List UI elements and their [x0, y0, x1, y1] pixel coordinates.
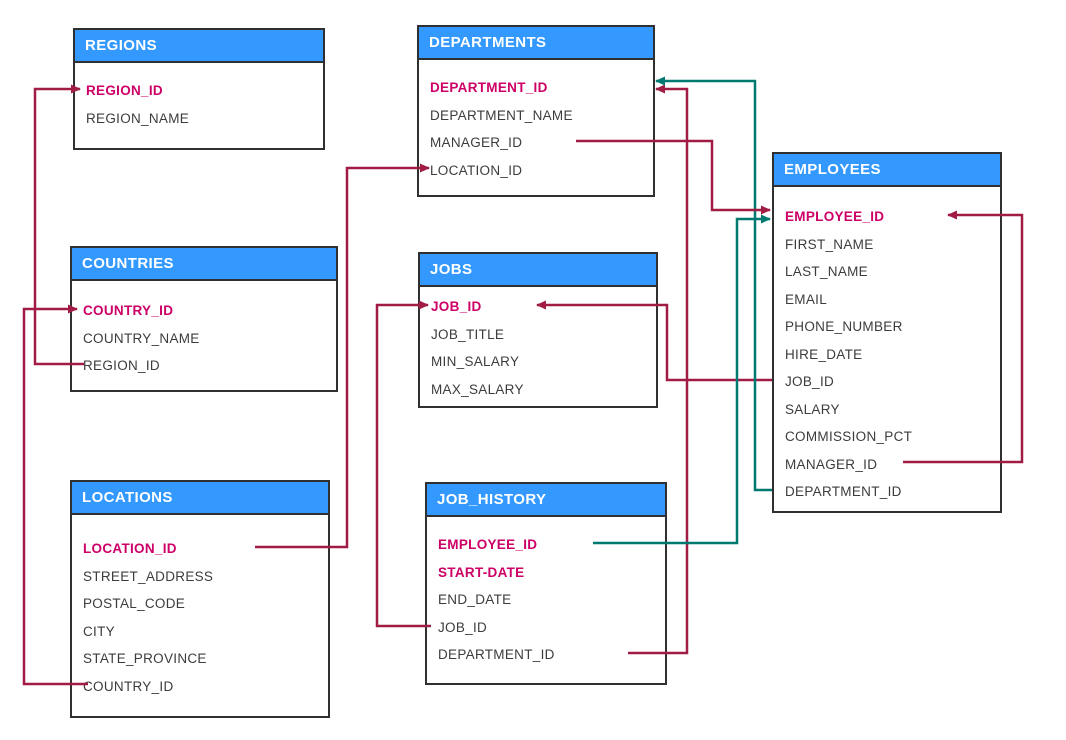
entity-columns: REGION_ID REGION_NAME	[75, 63, 323, 132]
column: DEPARTMENT_ID	[438, 647, 555, 662]
entity-jobs: JOBS JOB_ID JOB_TITLE MIN_SALARY MAX_SALARY	[418, 252, 658, 408]
column: PHONE_NUMBER	[785, 319, 903, 334]
entity-job-history: JOB_HISTORY EMPLOYEE_ID START-DATE END_DAT…	[425, 482, 667, 685]
column: COMMISSION_PCT	[785, 429, 913, 444]
column: COUNTRY_NAME	[83, 330, 200, 346]
column: STATE_PROVINCE	[83, 651, 207, 666]
column-primary-key: DEPARTMENT_ID	[430, 80, 548, 95]
entity-title: JOBS	[420, 254, 656, 287]
entity-employees: EMPLOYEES EMPLOYEE_ID FIRST_NAME LAST_NAME…	[772, 152, 1002, 513]
column: STREET_ADDRESS	[83, 568, 214, 584]
column: JOB_ID	[438, 619, 488, 635]
column: FIRST_NAME	[785, 236, 874, 252]
column: END_DATE	[438, 592, 512, 607]
column-primary-key: START-DATE	[438, 564, 525, 580]
column-primary-key: COUNTRY_ID	[83, 303, 174, 318]
entity-title: EMPLOYEES	[774, 154, 1000, 187]
column: REGION_ID	[83, 358, 160, 373]
entity-columns: DEPARTMENT_ID DEPARTMENT_NAME MANAGER_ID LO…	[419, 60, 653, 184]
entity-departments: DEPARTMENTS DEPARTMENT_ID DEPARTMENT_NAME…	[417, 25, 655, 197]
column-primary-key: REGION_ID	[86, 83, 163, 98]
column: MANAGER_ID	[430, 135, 523, 150]
column-primary-key: JOB_ID	[431, 299, 482, 314]
entity-columns: JOB_ID JOB_TITLE MIN_SALARY MAX_SALARY	[420, 287, 656, 403]
column-primary-key: EMPLOYEE_ID	[438, 537, 538, 552]
entity-columns: COUNTRY_ID COUNTRY_NAME REGION_ID	[72, 281, 336, 380]
relationship-employees-department-id	[655, 76, 772, 492]
entity-columns: EMPLOYEE_ID START-DATE END_DATE JOB_ID DEPAR…	[427, 517, 665, 669]
column: LOCATION_ID	[430, 162, 523, 178]
column: DEPARTMENT_NAME	[430, 107, 573, 123]
column: POSTAL_CODE	[83, 596, 186, 611]
column: MAX_SALARY	[431, 381, 524, 397]
column: JOB_TITLE	[431, 326, 505, 342]
column: CITY	[83, 623, 115, 639]
entity-title: LOCATIONS	[72, 482, 328, 515]
column-primary-key: EMPLOYEE_ID	[785, 209, 885, 224]
entity-countries: COUNTRIES COUNTRY_ID COUNTRY_NAME REGION_I…	[70, 246, 338, 392]
column: EMAIL	[785, 291, 828, 307]
column: COUNTRY_ID	[83, 678, 174, 694]
entity-title: COUNTRIES	[72, 248, 336, 281]
column: HIRE_DATE	[785, 346, 863, 362]
entity-title: REGIONS	[75, 30, 323, 63]
column: MANAGER_ID	[785, 456, 878, 472]
entity-title: DEPARTMENTS	[419, 27, 653, 60]
entity-locations: LOCATIONS LOCATION_ID STREET_ADDRESS POSTA…	[70, 480, 330, 718]
entity-columns: EMPLOYEE_ID FIRST_NAME LAST_NAME EMAIL PHONE…	[774, 187, 1000, 506]
column: JOB_ID	[785, 374, 835, 389]
column: REGION_NAME	[86, 110, 190, 126]
column: SALARY	[785, 401, 840, 417]
column-primary-key: LOCATION_ID	[83, 541, 177, 556]
entity-title: JOB_HISTORY	[427, 484, 665, 517]
entity-regions: REGIONS REGION_ID REGION_NAME	[73, 28, 325, 150]
entity-columns: LOCATION_ID STREET_ADDRESS POSTAL_CODE CITY…	[72, 515, 328, 700]
column: DEPARTMENT_ID	[785, 484, 902, 499]
column: MIN_SALARY	[431, 354, 520, 369]
column: LAST_NAME	[785, 264, 868, 279]
